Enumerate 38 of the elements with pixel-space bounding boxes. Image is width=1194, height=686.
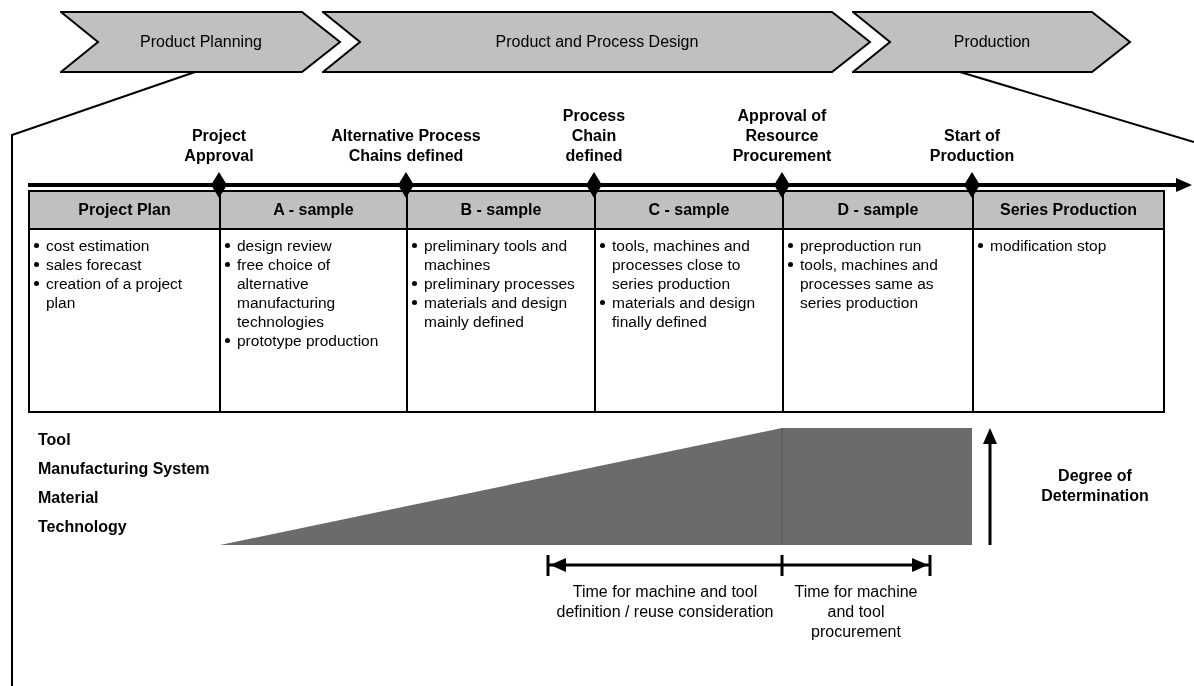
duration-label: Time for machine and tool procurement: [793, 582, 919, 642]
phase-column: [972, 190, 1165, 413]
row-label: Technology: [38, 517, 127, 537]
row-label: Tool: [38, 430, 71, 450]
phase-column: [594, 190, 784, 413]
column-header: A - sample: [221, 192, 406, 230]
column-header: D - sample: [784, 192, 972, 230]
milestone-label: Project Approval: [183, 126, 255, 166]
row-label: Manufacturing System: [38, 459, 210, 479]
milestone-label: Process Chain defined: [561, 106, 627, 166]
bullet-item: preproduction run: [784, 236, 960, 255]
column-header: B - sample: [408, 192, 594, 230]
phase-title: Product and Process Design: [495, 33, 699, 51]
bullet-item: preliminary processes: [408, 274, 582, 293]
phase-column: [219, 190, 408, 413]
bullet-item: design review: [221, 236, 394, 255]
milestone-label: Start of Production: [928, 126, 1016, 166]
bullet-item: prototype production: [221, 331, 394, 350]
bullet-item: modification stop: [974, 236, 1151, 255]
row-label: Material: [38, 488, 99, 508]
column-header: Series Production: [974, 192, 1163, 230]
bullet-item: cost estimation: [30, 236, 207, 255]
phase-title: Production: [953, 33, 1031, 51]
bullet-item: tools, machines and processes same as series production: [784, 255, 960, 312]
bullet-item: sales forecast: [30, 255, 207, 274]
phase-title: Product Planning: [140, 33, 262, 51]
column-header: C - sample: [596, 192, 782, 230]
phase-column: [782, 190, 974, 413]
bullet-item: materials and design finally defined: [596, 293, 770, 331]
axis-label: Degree of Determination: [1040, 466, 1150, 506]
bullet-item: creation of a project plan: [30, 274, 207, 312]
phase-column: [28, 190, 221, 413]
milestone-label: Approval of Resource Procurement: [731, 106, 833, 166]
phase-column: [406, 190, 596, 413]
milestone-label: Alternative Process Chains defined: [331, 126, 481, 166]
duration-label: Time for machine and tool definition / reuse consideration: [555, 582, 775, 622]
column-header: Project Plan: [30, 192, 219, 230]
bullet-item: materials and design mainly defined: [408, 293, 582, 331]
